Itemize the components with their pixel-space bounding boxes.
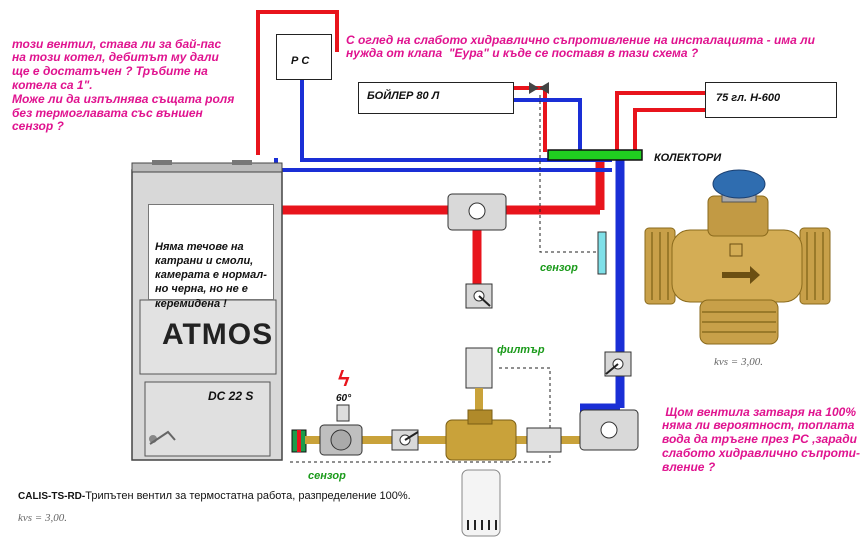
ball-valves: [391, 283, 632, 451]
sensor-upper-label: сензор: [540, 262, 578, 274]
sensor-lower-label: сензор: [308, 470, 346, 482]
pump-power-icon: ϟ: [338, 366, 350, 391]
pc-tank-box: Р С: [276, 34, 332, 80]
sensor-wire: [290, 95, 597, 463]
valve-photo: [644, 169, 831, 345]
mixing-valves: [447, 193, 639, 453]
manifold-bar: [547, 149, 643, 161]
note-bottom-right: Щом вентила затваря на 100%няма ли вероя…: [662, 404, 860, 474]
brand-logo: ATMOS: [162, 318, 274, 351]
thermostatic-valve: [445, 409, 517, 537]
tank-75-label: 75 гл. Н-600: [716, 92, 781, 104]
boiler-80l-label: БОЙЛЕР 80 Л: [367, 90, 440, 102]
kvs-right: kvs = 3,00.: [714, 356, 763, 368]
kvs-left: kvs = 3,00.: [18, 512, 67, 524]
sensor-probe: [597, 231, 607, 275]
hot-main: [280, 158, 605, 300]
filter-label: филтър: [497, 344, 545, 356]
product-code: CALIS-TS-RD-: [18, 491, 86, 502]
product-description: Трипътен вентил за термостатна работа, р…: [85, 490, 411, 502]
model-label: DC 22 S: [208, 389, 254, 403]
thermo-label: 60°: [336, 393, 352, 404]
tank-75-box: 75 гл. Н-600: [705, 82, 837, 118]
product-caption: CALIS-TS-RD-Трипътен вентил за термостат…: [18, 490, 411, 503]
note-top-center: С оглед на слабото хидравлично съпротивл…: [346, 32, 815, 61]
manifold-label: КОЛЕКТОРИ: [654, 152, 722, 164]
filter: [465, 347, 493, 389]
boiler-80l-box: БОЙЛЕР 80 Л: [358, 82, 514, 114]
atmos-boiler: [131, 160, 307, 461]
pc-label: Р С: [291, 55, 310, 67]
circulation-pump: [319, 404, 363, 456]
boiler-valve: [529, 82, 549, 94]
